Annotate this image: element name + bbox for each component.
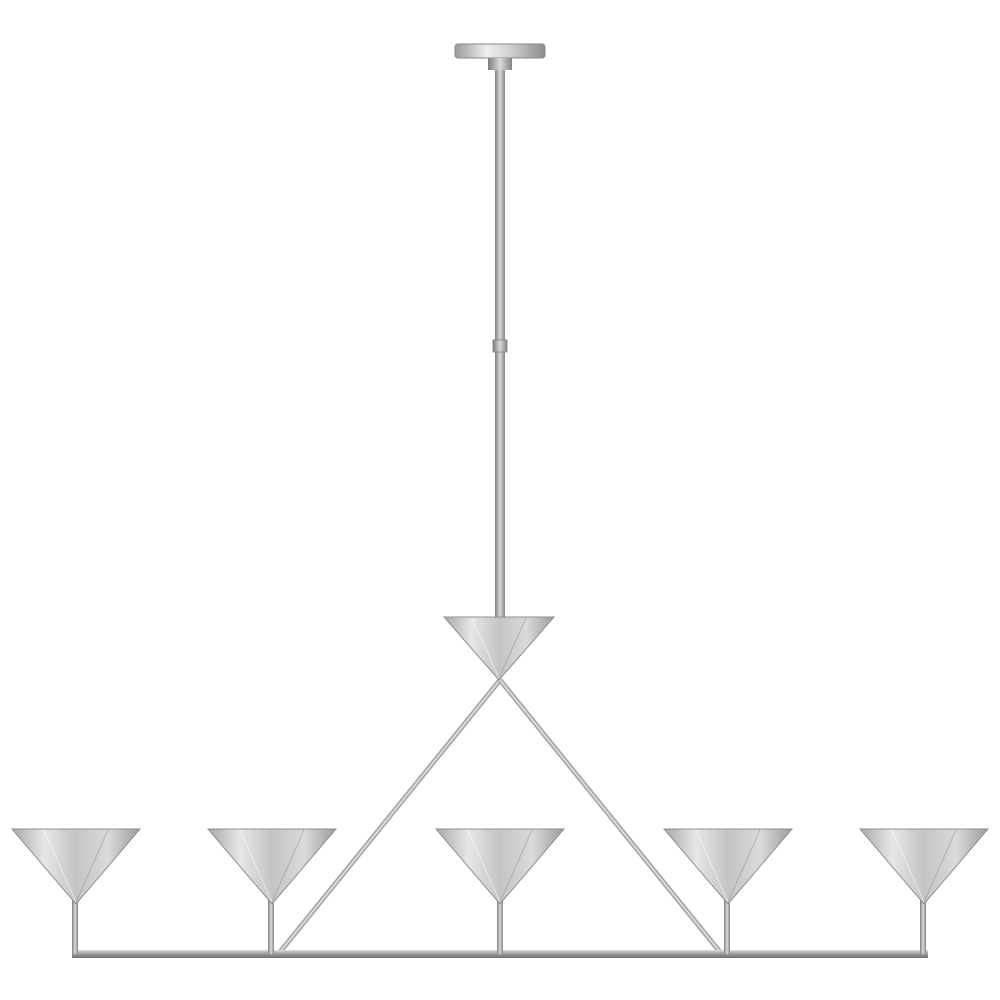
arm-stems: [72, 900, 926, 954]
shade-5: [858, 828, 990, 905]
top-shade: [442, 616, 556, 681]
triangle-frame: [278, 678, 722, 954]
down-rod: [492, 70, 508, 620]
shade-3: [434, 828, 566, 905]
ceiling-canopy: [454, 43, 546, 70]
shade-2: [206, 828, 338, 905]
shade-1: [10, 828, 142, 905]
shade-4: [662, 828, 794, 905]
